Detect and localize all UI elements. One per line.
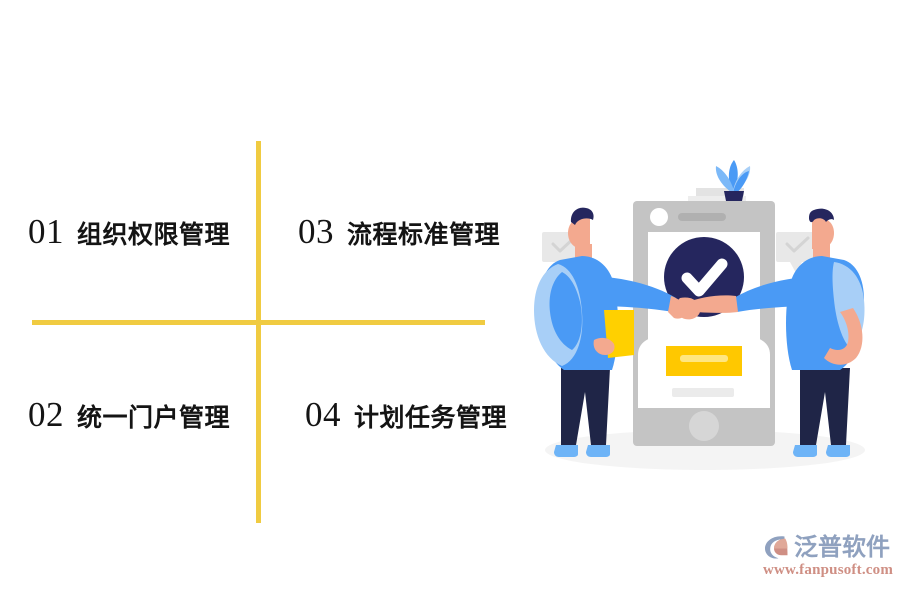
potted-plant-icon [688, 160, 751, 206]
fanpu-logo-icon [765, 536, 788, 559]
quadrant-number: 02 [28, 395, 64, 434]
right-person-hair [809, 208, 834, 223]
quadrant-number: 03 [298, 212, 334, 251]
left-person-neck [575, 244, 592, 258]
quadrant-item-02[interactable]: 02 统一门户管理 [28, 395, 230, 435]
person-left [534, 207, 686, 457]
watermark-url-text: www.fanpusoft.com [762, 562, 894, 578]
check-mark-icon [681, 258, 728, 297]
quadrant-number: 01 [28, 212, 64, 251]
phone-home-button [689, 411, 719, 441]
watermark-brand-text: 泛普软件 [794, 533, 890, 561]
left-person-shoe [586, 445, 610, 457]
quadrant-number: 04 [305, 395, 341, 434]
left-person-extended-arm [594, 276, 676, 312]
right-person-neck [813, 244, 830, 258]
vertical-divider [256, 141, 261, 523]
right-person-shoe [826, 445, 850, 457]
left-person-holding-hand [593, 337, 615, 355]
right-person-legs [800, 368, 850, 445]
person-right [682, 208, 865, 457]
phone-camera-icon [650, 208, 668, 226]
right-chat-bubble-icon [776, 232, 820, 273]
quadrant-item-03[interactable]: 03 流程标准管理 [298, 212, 500, 252]
quadrant-item-01[interactable]: 01 组织权限管理 [28, 212, 230, 252]
quadrant-label: 流程标准管理 [347, 220, 501, 249]
phone-speaker-icon [678, 213, 726, 221]
left-person-shoe [554, 445, 578, 457]
quadrant-label: 计划任务管理 [354, 403, 508, 432]
watermark-brand-row: 泛普软件 [762, 532, 894, 562]
handshake-agreement-illustration [528, 160, 878, 480]
horizontal-divider [32, 320, 485, 325]
left-person-hair [570, 207, 594, 225]
left-person-arm-inner [549, 272, 582, 350]
ground-shadow-icon [545, 430, 865, 470]
quadrant-item-04[interactable]: 04 计划任务管理 [305, 395, 507, 435]
screen-card [638, 332, 770, 408]
quadrant-label: 统一门户管理 [77, 403, 231, 432]
card-text-bar [672, 388, 734, 397]
quadrant-label: 组织权限管理 [77, 220, 231, 249]
right-person-extended-arm [734, 276, 816, 312]
handshake-grip-icon [675, 297, 701, 320]
watermark: 泛普软件 www.fanpusoft.com [762, 532, 894, 584]
right-person-shoe [793, 445, 817, 457]
right-person-hip-arm [824, 308, 863, 365]
left-person-legs [561, 368, 610, 445]
card-button-label-bar [680, 355, 728, 362]
right-person-head [812, 218, 834, 249]
left-person-head [568, 218, 590, 249]
